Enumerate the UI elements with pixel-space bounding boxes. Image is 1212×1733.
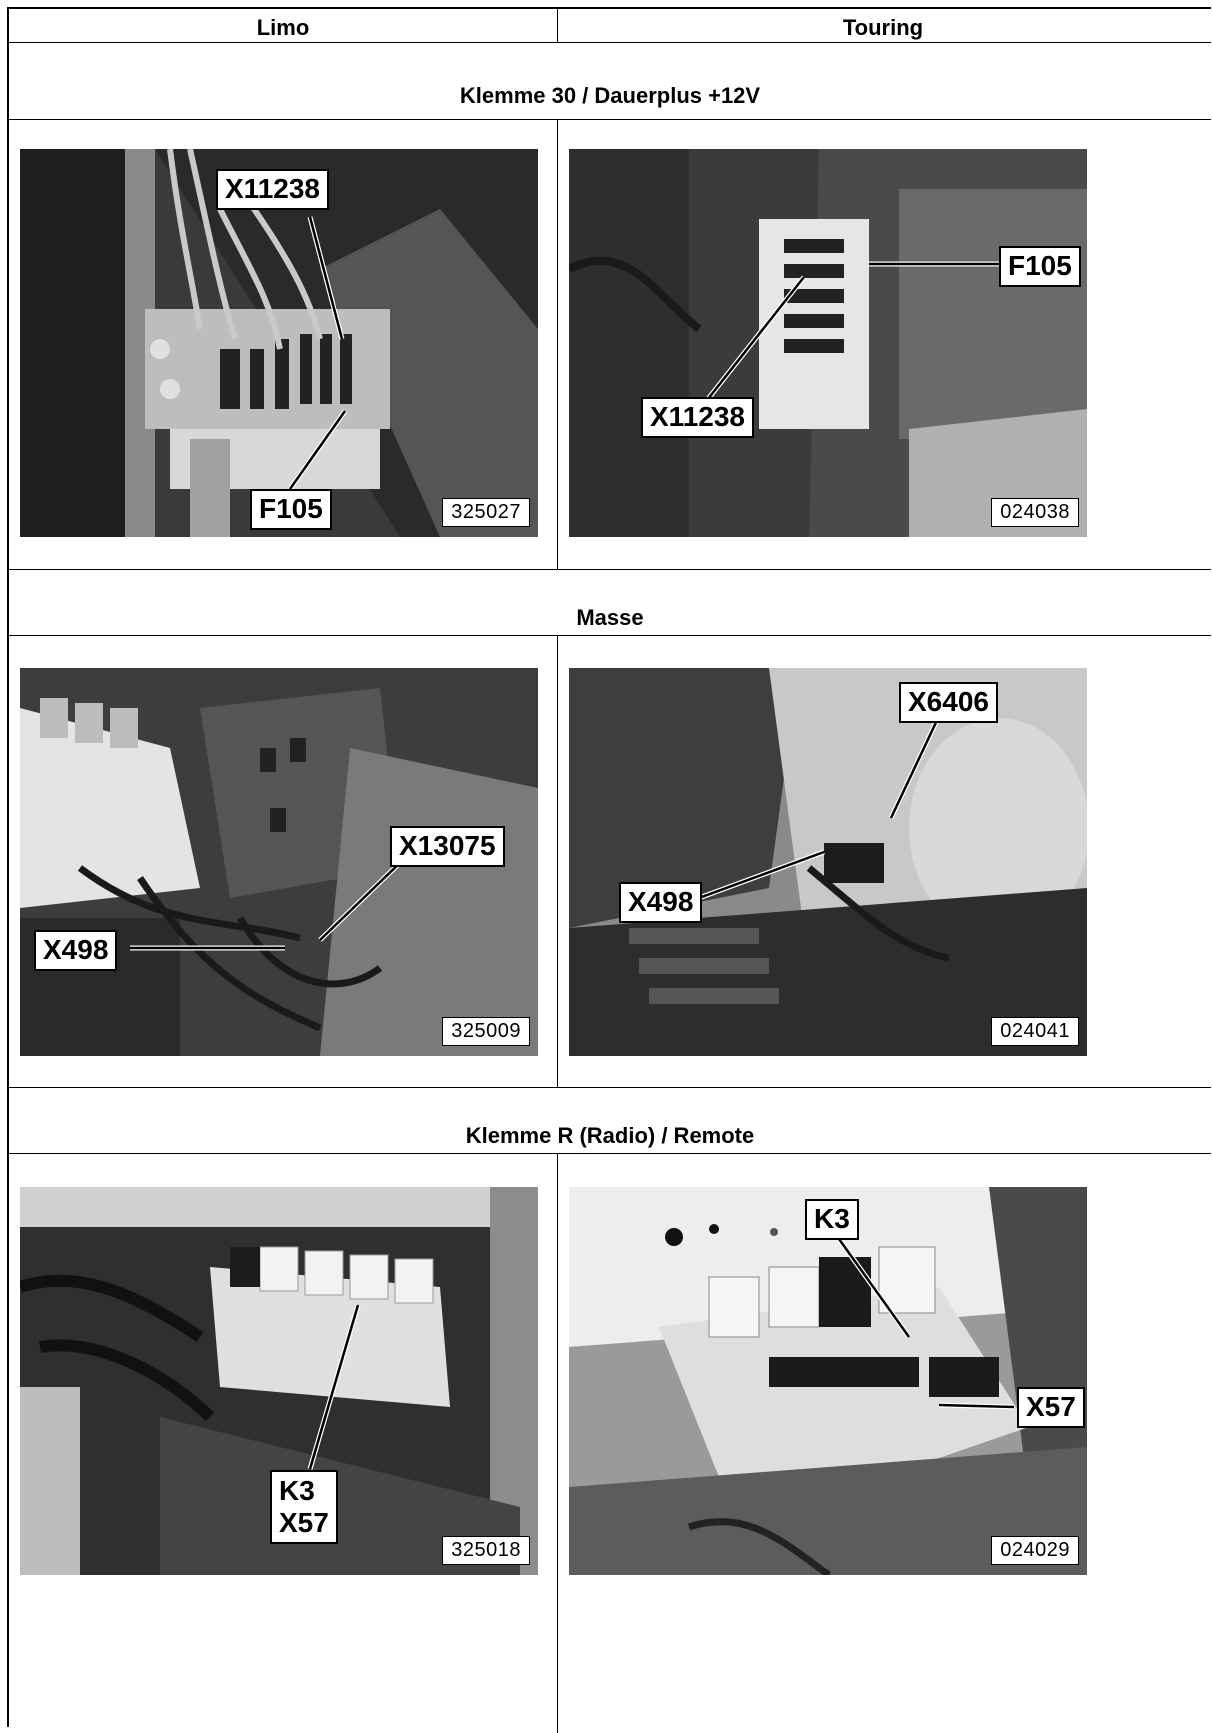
photo-image	[569, 149, 1087, 537]
document-table: Limo Touring Klemme 30 / Dauerplus +12V …	[7, 7, 1211, 1733]
row-divider	[9, 569, 1211, 570]
photo-touring-relay: K3 X57 024029	[569, 1187, 1087, 1575]
photo-limo-relay: K3 X57 325018	[20, 1187, 538, 1575]
photo-limo-ground: X13075 X498 325009	[20, 668, 538, 1056]
photo-image	[569, 668, 1087, 1056]
column-header-limo: Limo	[256, 15, 310, 40]
photo-image	[20, 149, 538, 537]
section-title: Klemme R (Radio) / Remote	[465, 1123, 755, 1148]
callout-label: F105	[999, 246, 1081, 287]
photo-id: 024038	[991, 498, 1079, 527]
row-divider	[9, 119, 1211, 120]
photo-limo-fusebox: X11238 F105 325027	[20, 149, 538, 537]
photo-image	[569, 1187, 1087, 1575]
callout-label: X498	[619, 882, 703, 923]
photo-id: 325009	[442, 1017, 530, 1046]
row-divider	[9, 1087, 1211, 1088]
callout-label: X6406	[899, 682, 998, 723]
column-divider	[557, 635, 558, 1087]
section-title: Masse	[576, 605, 644, 630]
callout-label: K3 X57	[270, 1470, 338, 1545]
column-divider	[557, 9, 558, 42]
callout-label: X13075	[390, 826, 505, 867]
callout-label: X11238	[641, 397, 754, 438]
photo-touring-ground: X6406 X498 024041	[569, 668, 1087, 1056]
callout-label: X498	[34, 930, 118, 971]
callout-label: K3	[805, 1199, 859, 1240]
column-divider	[557, 1153, 558, 1733]
column-header-touring: Touring	[842, 15, 924, 40]
column-divider	[557, 119, 558, 569]
row-divider	[9, 1153, 1211, 1154]
photo-touring-fusebox: F105 X11238 024038	[569, 149, 1087, 537]
callout-label: X57	[1017, 1387, 1085, 1428]
photo-id: 024029	[991, 1536, 1079, 1565]
photo-id: 325027	[442, 498, 530, 527]
section-title: Klemme 30 / Dauerplus +12V	[459, 83, 761, 108]
photo-id: 325018	[442, 1536, 530, 1565]
photo-id: 024041	[991, 1017, 1079, 1046]
callout-label: F105	[250, 489, 332, 530]
row-divider	[9, 635, 1211, 636]
row-divider	[9, 42, 1211, 43]
callout-label: X11238	[216, 169, 329, 210]
